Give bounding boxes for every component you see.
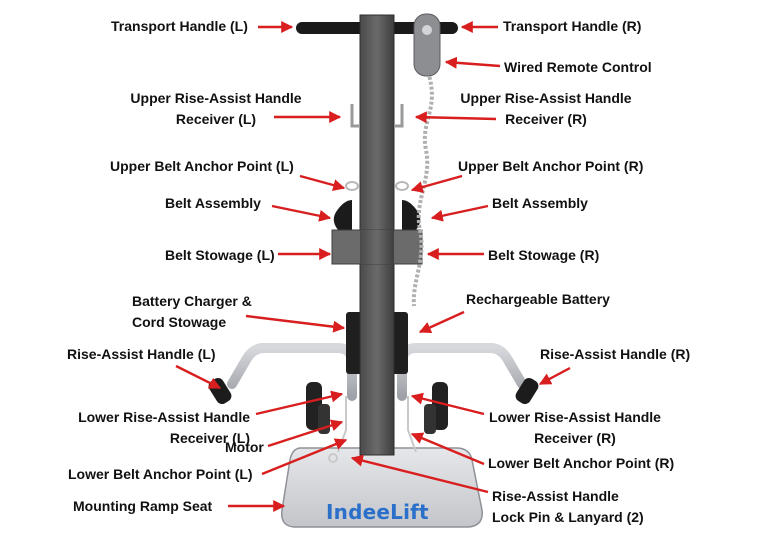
arrow-belt-assembly-l	[271, 204, 332, 222]
arrow-lower-receiver-l	[255, 390, 344, 416]
arrow-lower-receiver-r	[410, 392, 485, 416]
label-lock-pin-lanyard: Rise-Assist Handle Lock Pin & Lanyard (2…	[492, 488, 644, 525]
arrow-lock-pin	[350, 454, 489, 494]
label-rise-assist-handle-r: Rise-Assist Handle (R)	[540, 346, 691, 362]
coiled-cord	[411, 71, 434, 307]
arrow-rechargeable-battery	[418, 310, 465, 334]
arrow-belt-assembly-r	[430, 204, 489, 222]
label-motor: Motor	[225, 439, 264, 455]
belt-assembly-shapes	[333, 200, 421, 232]
arrow-wired-remote	[444, 56, 501, 69]
label-belt-stowage-l: Belt Stowage (L)	[165, 247, 275, 263]
mounting-ramp-seat-shape	[281, 447, 483, 528]
label-rise-assist-handle-l: Rise-Assist Handle (L)	[67, 346, 216, 362]
arrow-battery-charger	[245, 314, 346, 333]
label-belt-stowage-r: Belt Stowage (R)	[488, 247, 600, 263]
arrow-upper-receiver-r	[414, 111, 497, 124]
label-mounting-ramp-seat: Mounting Ramp Seat	[73, 498, 213, 514]
label-upper-receiver-r: Upper Rise-Assist Handle Receiver (R)	[460, 90, 632, 127]
label-rechargeable-battery: Rechargeable Battery	[466, 291, 610, 307]
label-battery-charger: Battery Charger & Cord Stowage	[132, 293, 252, 330]
label-lower-receiver-r: Lower Rise-Assist Handle Receiver (R)	[489, 409, 661, 446]
label-transport-handle-l: Transport Handle (L)	[111, 18, 248, 34]
arrow-lower-anchor-l	[261, 438, 348, 476]
label-belt-assembly-l: Belt Assembly	[165, 195, 261, 211]
lower-hardware-shapes	[328, 396, 417, 463]
label-lower-belt-anchor-l: Lower Belt Anchor Point (L)	[68, 466, 253, 482]
label-upper-belt-anchor-l: Upper Belt Anchor Point (L)	[110, 158, 294, 174]
indeelift-logo: IndeeLift	[326, 500, 429, 524]
label-lower-belt-anchor-r: Lower Belt Anchor Point (R)	[488, 455, 675, 471]
arrow-rise-assist-r	[538, 366, 571, 386]
wired-remote-shape	[413, 13, 441, 77]
post-over-stowage	[360, 230, 394, 264]
arrow-rise-assist-l	[175, 364, 222, 390]
remote-button	[422, 25, 432, 35]
upper-anchor-rings	[345, 181, 409, 191]
arrow-upper-anchor-r	[410, 174, 463, 193]
grip-r	[515, 378, 539, 404]
arrow-upper-anchor-l	[299, 174, 346, 191]
arrow-lower-anchor-r	[410, 432, 485, 466]
label-upper-belt-anchor-r: Upper Belt Anchor Point (R)	[458, 158, 644, 174]
wheel-shapes	[306, 382, 448, 434]
label-lower-receiver-l: Lower Rise-Assist Handle Receiver (L)	[78, 409, 250, 446]
label-transport-handle-r: Transport Handle (R)	[503, 18, 642, 34]
arrow-motor	[267, 419, 344, 448]
label-upper-receiver-l: Upper Rise-Assist Handle Receiver (L)	[130, 90, 302, 127]
label-wired-remote-control: Wired Remote Control	[504, 59, 652, 75]
label-belt-assembly-r: Belt Assembly	[492, 195, 588, 211]
upper-receiver-shapes	[350, 104, 404, 128]
callout-arrows	[175, 21, 571, 512]
